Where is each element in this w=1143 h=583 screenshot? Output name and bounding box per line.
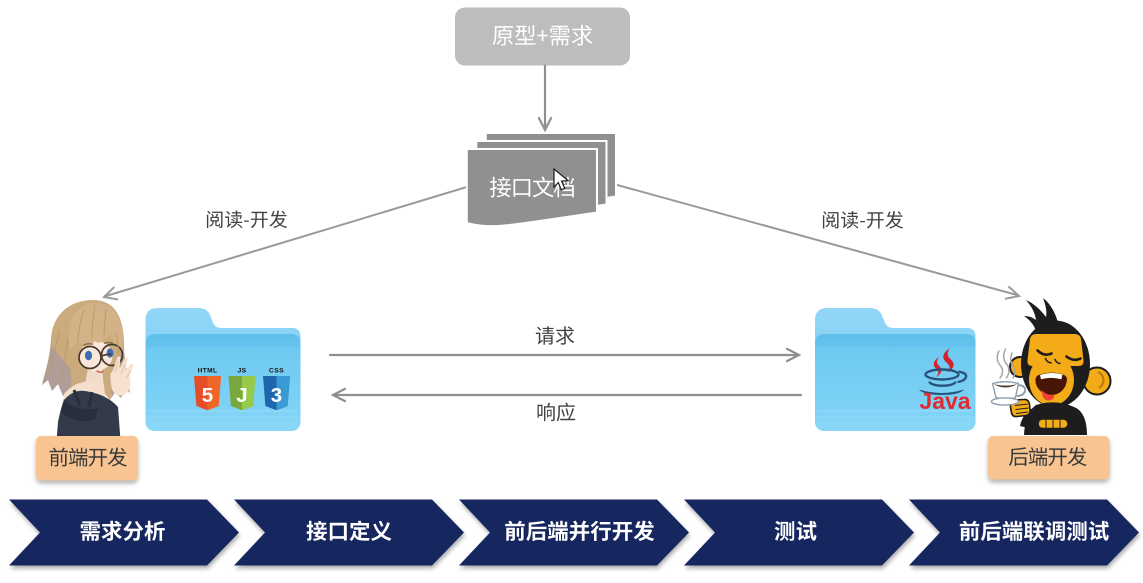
svg-text:Java: Java [919,388,970,414]
svg-text:5: 5 [202,384,213,407]
svg-text:CSS: CSS [269,368,284,375]
svg-text:3: 3 [271,384,282,407]
svg-text:J: J [236,384,247,407]
svg-text:HTML: HTML [198,368,218,375]
svg-text:JS: JS [237,368,246,375]
